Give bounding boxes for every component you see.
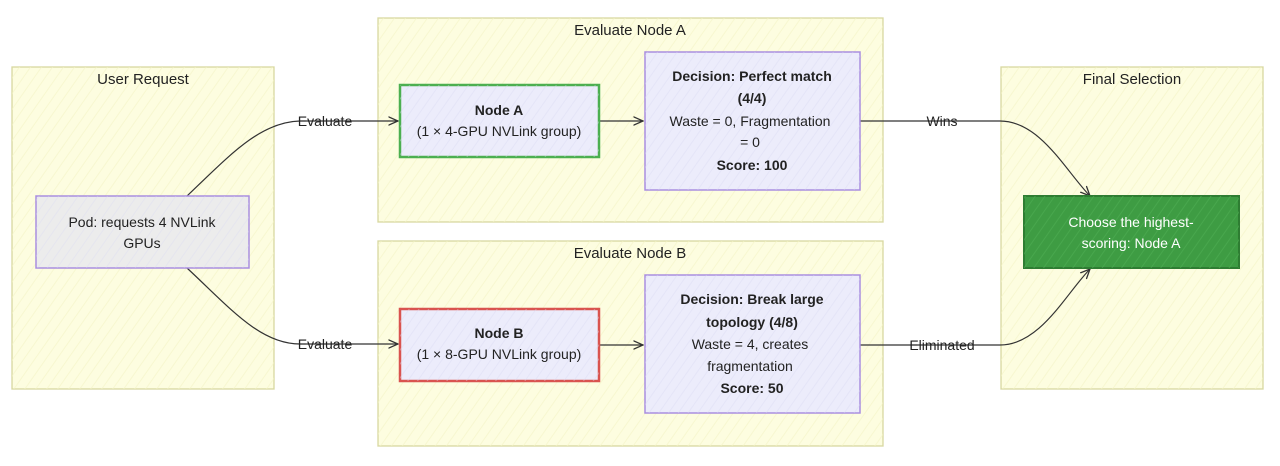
edge-decision-b-to-final: Eliminated bbox=[860, 269, 1090, 353]
node-pod-line-1: Pod: requests 4 NVLink bbox=[68, 214, 216, 230]
decision-a-line-4: = 0 bbox=[740, 134, 760, 150]
cluster-title-user-request: User Request bbox=[97, 71, 190, 88]
final-line-2: scoring: Node A bbox=[1082, 235, 1181, 251]
decision-b-line-4: fragmentation bbox=[707, 358, 793, 374]
edge-label-evaluate-a: Evaluate bbox=[298, 113, 353, 129]
decision-a-line-1: Decision: Perfect match bbox=[672, 68, 832, 84]
decision-a-line-3: Waste = 0, Fragmentation bbox=[670, 113, 831, 129]
final-line-1: Choose the highest- bbox=[1068, 214, 1194, 230]
node-node-b: Node B (1 × 8-GPU NVLink group) bbox=[398, 307, 601, 383]
edge-label-wins: Wins bbox=[926, 113, 957, 129]
node-b-detail: (1 × 8-GPU NVLink group) bbox=[417, 346, 582, 362]
node-decision-a: Decision: Perfect match (4/4) Waste = 0,… bbox=[644, 51, 861, 191]
node-b-title: Node B bbox=[475, 325, 524, 341]
edge-label-eliminated: Eliminated bbox=[909, 337, 974, 353]
edge-label-evaluate-b: Evaluate bbox=[298, 336, 353, 352]
node-decision-b: Decision: Break large topology (4/8) Was… bbox=[644, 274, 861, 414]
decision-a-line-2: (4/4) bbox=[738, 90, 767, 106]
cluster-title-evaluate-a: Evaluate Node A bbox=[574, 22, 686, 39]
cluster-title-evaluate-b: Evaluate Node B bbox=[574, 245, 687, 262]
decision-a-score: Score: 100 bbox=[717, 157, 788, 173]
node-pod-line-2: GPUs bbox=[123, 235, 160, 251]
decision-b-score: Score: 50 bbox=[720, 380, 783, 396]
cluster-title-final-selection: Final Selection bbox=[1083, 71, 1181, 88]
decision-b-line-2: topology (4/8) bbox=[706, 314, 798, 330]
edge-pod-to-node-a: Evaluate bbox=[186, 113, 398, 197]
decision-b-line-3: Waste = 4, creates bbox=[692, 336, 809, 352]
edge-pod-to-node-b: Evaluate bbox=[186, 267, 398, 352]
node-a-detail: (1 × 4-GPU NVLink group) bbox=[417, 123, 582, 139]
node-a-title: Node A bbox=[475, 102, 523, 118]
edge-decision-a-to-final: Wins bbox=[860, 113, 1090, 196]
node-node-a: Node A (1 × 4-GPU NVLink group) bbox=[398, 83, 601, 159]
decision-b-line-1: Decision: Break large bbox=[680, 291, 823, 307]
node-final-choice: Choose the highest- scoring: Node A bbox=[1023, 195, 1240, 269]
node-pod: Pod: requests 4 NVLink GPUs bbox=[35, 195, 250, 269]
